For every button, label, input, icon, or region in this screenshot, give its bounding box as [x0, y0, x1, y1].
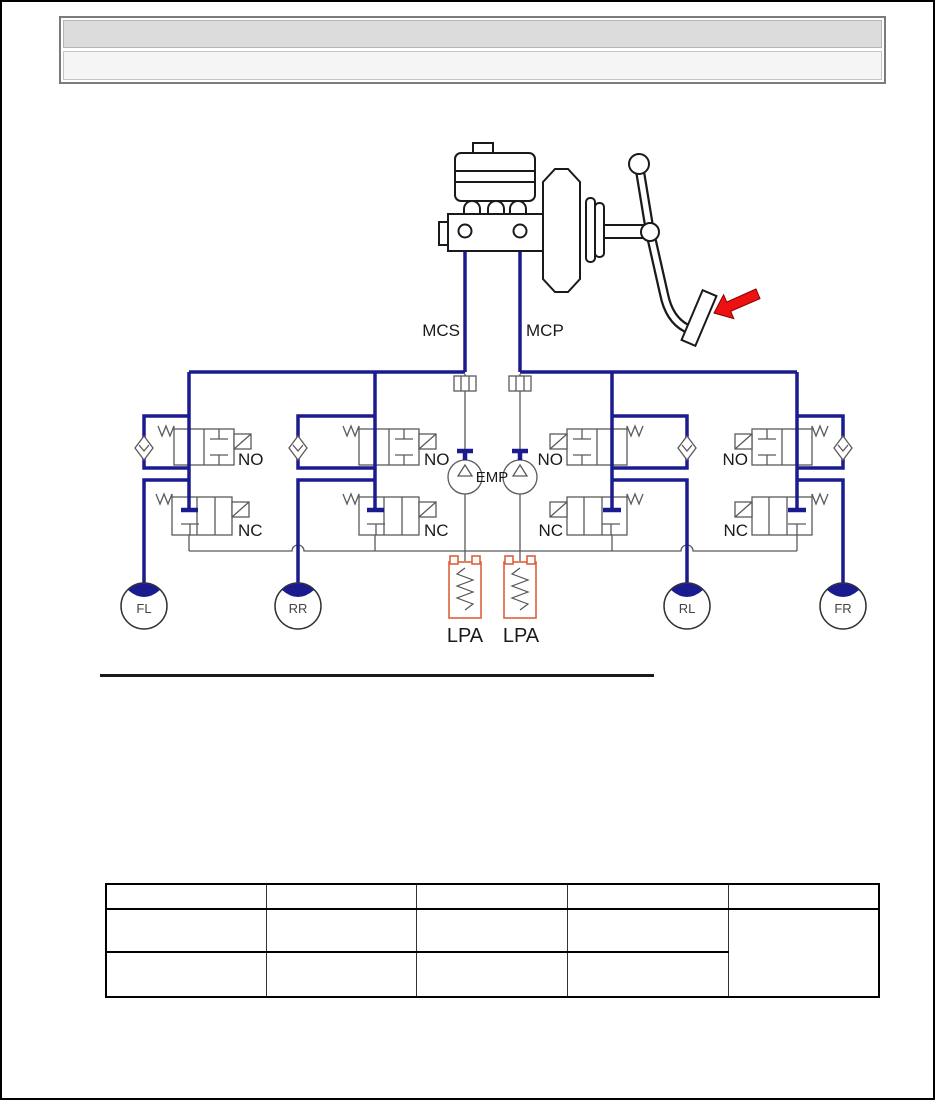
nc-valve-fr: [734, 492, 829, 536]
pump-label: EMP: [476, 469, 509, 486]
brake-booster: [542, 168, 581, 293]
lpa-accumulator-icon: [448, 555, 482, 619]
outlet-port-secondary: [457, 223, 473, 239]
table-cell: [566, 951, 729, 998]
wheel-fr: FR: [819, 582, 867, 630]
table-cell: [415, 908, 568, 953]
mcs-label: MCS: [422, 321, 460, 340]
lpa-label: LPA: [503, 625, 540, 647]
pedal-pivot: [640, 222, 660, 242]
nc-label: NC: [538, 521, 563, 540]
no-valve-fl: [157, 424, 252, 466]
nc-return-stubs: [188, 535, 798, 551]
component-layer: [155, 374, 829, 561]
table-cell: [265, 908, 417, 953]
table-cell: [265, 883, 417, 910]
pump-suction-lines: [464, 494, 521, 561]
table-cell: [727, 883, 880, 910]
nc-label: NC: [238, 521, 263, 540]
pedal-pad: [680, 288, 718, 348]
nc-valve-fl: [155, 492, 250, 536]
damper-icon: [453, 375, 532, 392]
lpa-label: LPA: [447, 625, 484, 647]
wheel-fl: FL: [120, 582, 168, 630]
table-cell: [415, 883, 568, 910]
table-cell: [265, 951, 417, 998]
lpa-spring: [510, 567, 530, 611]
table-header-row: [105, 883, 880, 910]
mcp-label: MCP: [526, 321, 564, 340]
hydraulic-lines: [142, 237, 845, 584]
nc-valve-rl: [549, 492, 644, 536]
reservoir: [454, 152, 536, 202]
reservoir-ports: [463, 200, 527, 214]
check-valve-icon: [288, 434, 308, 462]
wheel-line-fr: [797, 478, 845, 584]
wheel-rr: RR: [274, 582, 322, 630]
booster-plate: [594, 202, 605, 258]
table-cell: [105, 883, 267, 910]
wheel-line-rl: [612, 478, 689, 584]
lpa-spring: [455, 567, 475, 611]
wheel-line-fl: [142, 478, 189, 584]
nc-label: NC: [723, 521, 748, 540]
table-row: [105, 951, 879, 998]
nc-label: NC: [424, 521, 449, 540]
nc-valve-rr: [342, 492, 437, 536]
brake-hydraulic-diagram: FL RR RL FR: [120, 142, 867, 647]
no-label: NO: [723, 450, 749, 469]
pedal-arm-fill: [636, 164, 696, 334]
no-label: NO: [538, 450, 564, 469]
table-cell: [415, 951, 568, 998]
no-label: NO: [424, 450, 450, 469]
check-valves: [134, 434, 853, 462]
master-cylinder-outlets: [463, 237, 522, 372]
header-subtitle-bar: [63, 51, 882, 80]
table-cell: [105, 908, 267, 953]
nc-inlet-plugs: [181, 448, 806, 513]
wheel-label: RL: [679, 601, 696, 616]
pump-icon: [447, 459, 538, 495]
booster-plate: [585, 197, 596, 263]
outlet-port-primary: [512, 223, 528, 239]
check-valve-icon: [134, 434, 154, 462]
section-divider: [100, 674, 654, 677]
return-line: [189, 544, 797, 552]
wheel-circles: FL RR RL FR: [120, 582, 867, 630]
check-valve-icon: [833, 434, 853, 462]
master-cylinder-assembly: [438, 142, 718, 348]
lpa-accumulator-icon: [503, 555, 537, 619]
no-valve-rl: [549, 424, 644, 466]
pedal-mount: [628, 153, 650, 175]
header-title-bar: [63, 20, 882, 48]
table-row: [105, 908, 880, 998]
table-cell: [566, 883, 729, 910]
no-label: NO: [238, 450, 264, 469]
wheel-label: RR: [289, 601, 308, 616]
press-arrow-icon: [713, 288, 761, 320]
table-cell: [566, 908, 729, 953]
spec-table: [105, 883, 880, 998]
header-box: [59, 16, 886, 84]
no-valve-rr: [342, 424, 437, 466]
table-cell: [105, 951, 267, 998]
wheel-rl: RL: [663, 582, 711, 630]
wheel-label: FL: [136, 601, 151, 616]
reservoir-level-lines: [455, 170, 535, 183]
wheel-label: FR: [834, 601, 851, 616]
check-valve-icon: [677, 434, 697, 462]
lpa-accumulators: [448, 555, 537, 619]
valve-drop-lines: [187, 372, 799, 509]
table-cell-merged: [727, 908, 880, 998]
wheel-line-rr: [296, 478, 375, 584]
no-valve-fr: [734, 424, 829, 466]
